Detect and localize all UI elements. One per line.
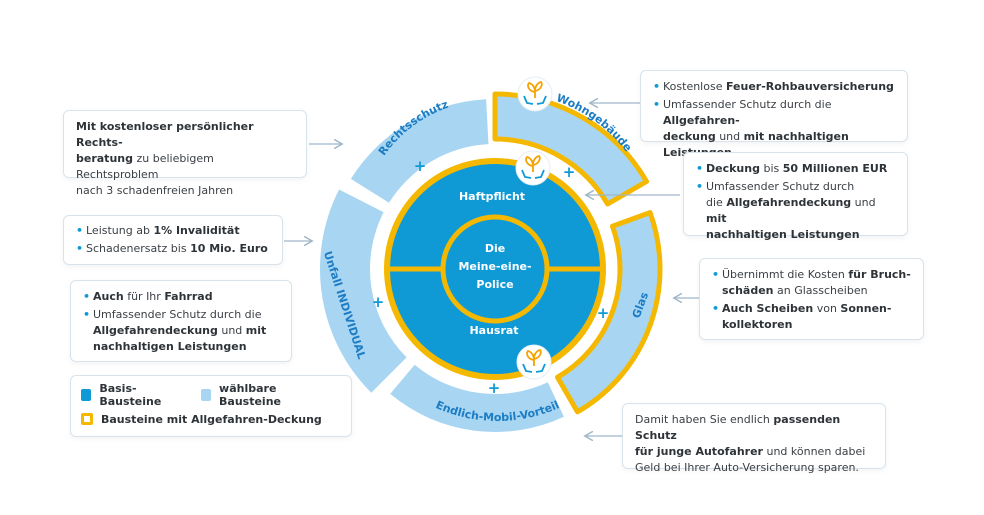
center-circle	[440, 214, 550, 324]
callout-mobil: Damit haben Sie endlich passenden Schutz…	[622, 403, 886, 474]
callout-haftpflicht: Deckung bis 50 Millionen EUR Umfassender…	[683, 152, 908, 241]
legend-swatch-basis	[81, 389, 92, 401]
plant-hands-icon	[516, 344, 552, 380]
ring-segment-glas	[555, 210, 663, 415]
plant-hands-icon	[515, 150, 551, 186]
plus-icon: +	[597, 304, 610, 322]
ring-segment-endlich-mobil	[390, 364, 564, 432]
list-item: Auch Scheiben von Sonnen-kollektoren	[712, 301, 911, 333]
list-item: Übernimmt die Kosten für Bruch-schäden a…	[712, 267, 911, 299]
segment-hausrat: Hausrat	[469, 324, 518, 337]
plus-icon: +	[372, 293, 385, 311]
outer-ring	[319, 91, 663, 432]
callout-unfall: Leistung ab 1% Invalidität Schadenersatz…	[63, 215, 283, 265]
ring-segment-rechtsschutz	[350, 99, 489, 203]
legend-swatch-allgefahren	[81, 413, 93, 425]
list-item: Umfassender Schutz durch dieAllgefahrend…	[83, 307, 279, 355]
segment-haftpflicht: Haftpflicht	[459, 190, 525, 203]
list-item: Auch für Ihr Fahrrad	[83, 289, 279, 305]
center-line-2: Meine-eine-	[458, 260, 531, 273]
list-item: Kostenlose Feuer-Rohbauversicherung	[653, 79, 895, 95]
ring-segment-unfall	[319, 189, 407, 393]
legend-label-waehlbar: wählbare Bausteine	[219, 382, 281, 408]
callout-glas: Übernimmt die Kosten für Bruch-schäden a…	[699, 258, 924, 340]
plus-icon: +	[414, 157, 427, 175]
center-line-1: Die	[485, 242, 505, 255]
legend-label-allgefahren: Bausteine mit Allgefahren-Deckung	[101, 412, 322, 426]
inner-disc	[384, 158, 606, 380]
callout-rechtsschutz: Mit kostenloser persönlicher Rechts- ber…	[63, 110, 307, 197]
callout-wohngebaeude: Kostenlose Feuer-Rohbauversicherung Umfa…	[640, 70, 908, 159]
list-item: Deckung bis 50 Millionen EUR	[696, 161, 895, 177]
list-item: Schadenersatz bis 10 Mio. Euro	[76, 241, 270, 257]
legend: Basis-Bausteine wählbare Bausteine Baust…	[70, 375, 352, 437]
legend-label-basis: Basis-Bausteine	[99, 382, 162, 408]
plus-icon: +	[563, 163, 576, 181]
list-item: Leistung ab 1% Invalidität	[76, 223, 270, 239]
legend-swatch-waehlbar	[200, 389, 212, 401]
callout-fahrrad: Auch für Ihr Fahrrad Umfassender Schutz …	[70, 280, 292, 362]
plant-hands-icon	[517, 76, 553, 112]
plus-icon: +	[488, 379, 501, 397]
ring-segment-wohngebaeude	[492, 91, 650, 207]
center-line-3: Police	[476, 278, 513, 291]
